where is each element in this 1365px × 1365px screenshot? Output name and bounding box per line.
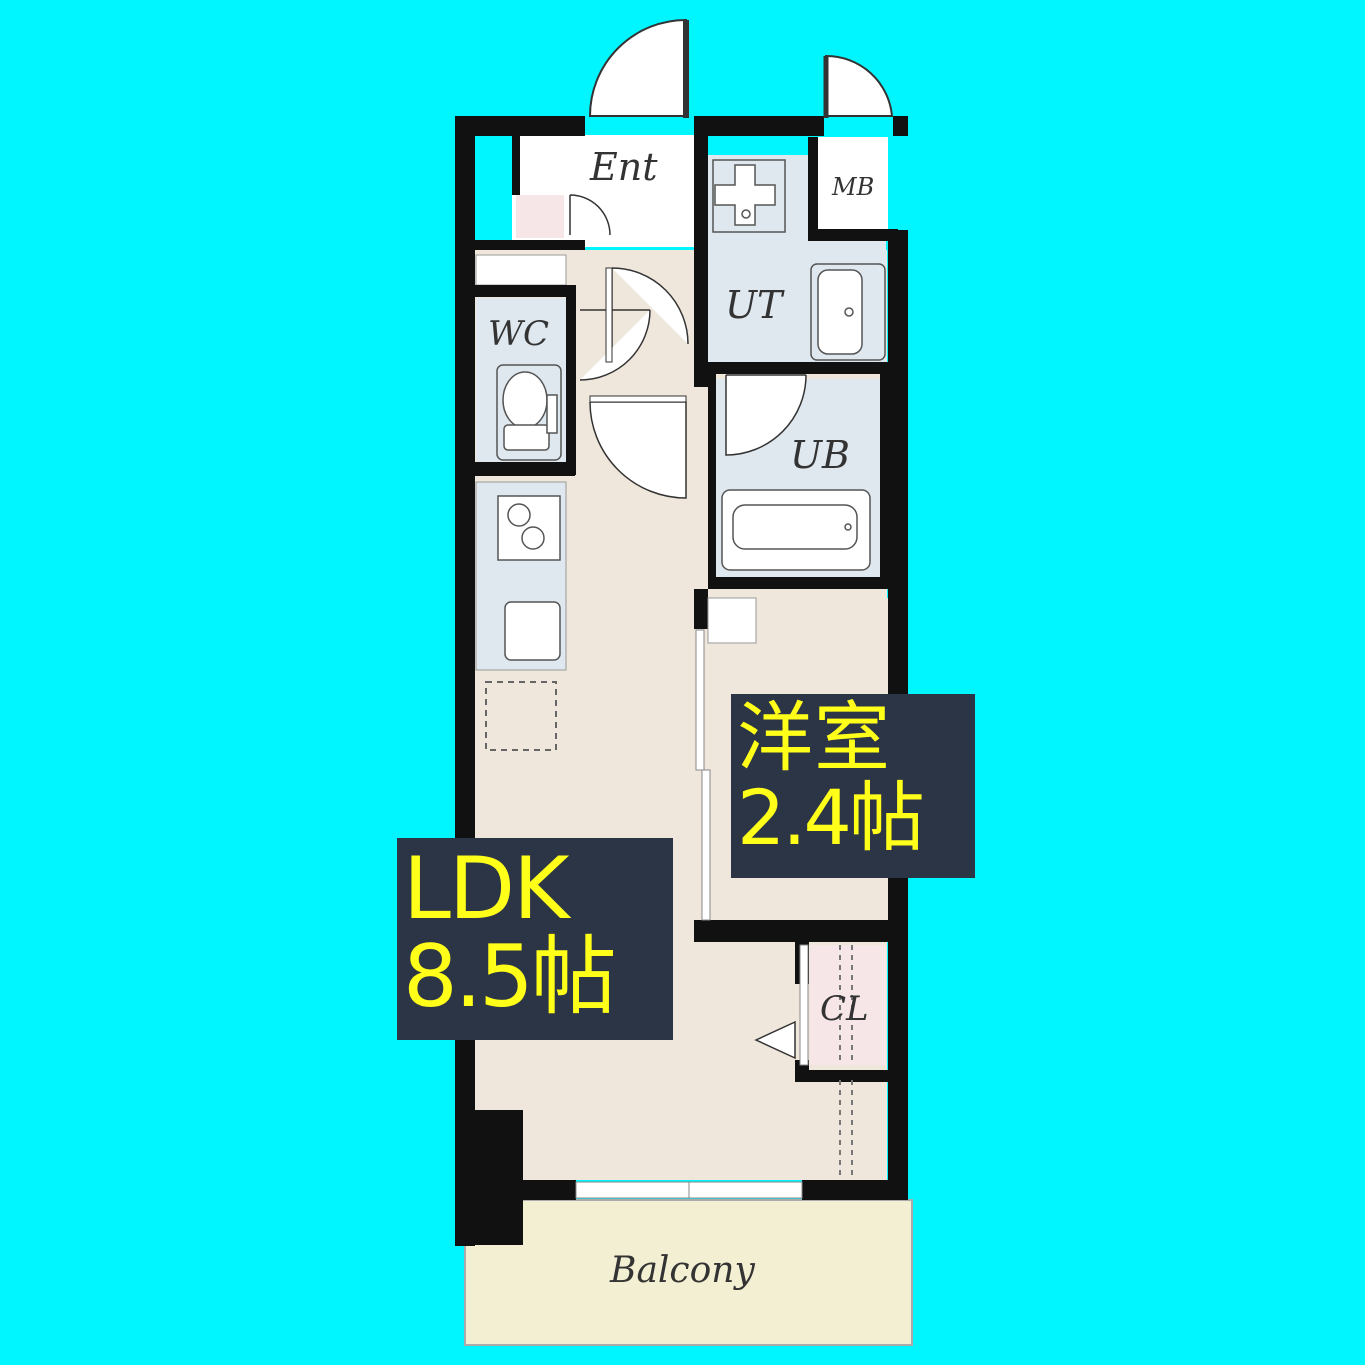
sliding-partition <box>695 629 711 921</box>
ent-label: Ent <box>589 145 658 189</box>
balcony-label: Balcony <box>609 1250 755 1291</box>
ut-label: UT <box>725 283 785 327</box>
closet-door <box>799 944 809 1066</box>
ldk-tag: LDK 8.5帖 <box>397 838 673 1040</box>
ub-door <box>725 374 807 456</box>
wc-label: WC <box>488 314 549 354</box>
door-leaf-ut <box>605 267 613 363</box>
balcony-window <box>575 1181 803 1199</box>
wc-door <box>579 309 651 381</box>
ub-label: UB <box>790 433 850 477</box>
closet-arrow-icon <box>754 1020 796 1060</box>
western-room-tag: 洋室 2.4帖 <box>731 694 975 878</box>
entry-door <box>588 18 689 118</box>
western-room-pillar <box>707 597 757 644</box>
ldk-door <box>589 401 687 499</box>
mb-door <box>823 54 894 118</box>
ldk-size: 8.5帖 <box>403 927 617 1028</box>
stove <box>497 495 561 561</box>
closet-dashes <box>839 945 853 1180</box>
bathtub <box>721 489 871 571</box>
door-leaf-ldk <box>589 395 687 403</box>
shoe-shelf <box>475 254 567 286</box>
mb-floor <box>818 137 888 229</box>
entrance-inner-door <box>569 194 611 236</box>
western-room-size: 2.4帖 <box>737 772 925 862</box>
fridge-space <box>485 681 557 751</box>
kitchen-sink <box>504 601 561 661</box>
mb-label: MB <box>831 173 874 201</box>
ldk-name: LDK <box>403 839 570 939</box>
entrance-step <box>516 195 564 238</box>
toilet <box>496 364 562 461</box>
closet-floor <box>810 945 886 1065</box>
cl-label: CL <box>820 989 869 1029</box>
western-room-name: 洋室 <box>737 693 891 782</box>
balcony-floor <box>464 1199 913 1346</box>
washbasin <box>712 159 786 233</box>
washing-machine <box>810 263 886 361</box>
